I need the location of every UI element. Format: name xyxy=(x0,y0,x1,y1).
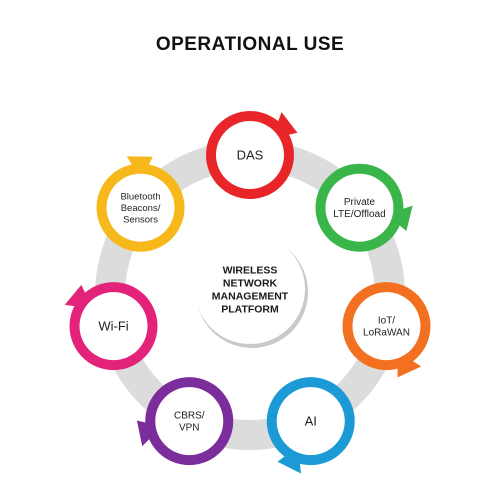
node-label: IoT/LoRaWAN xyxy=(363,316,410,339)
node-iot: IoT/LoRaWAN xyxy=(342,282,431,378)
node-label-line: Beacons/ xyxy=(121,203,161,214)
node-disc xyxy=(216,121,284,189)
node-disc xyxy=(325,173,394,242)
node-disc xyxy=(155,387,224,456)
node-label-line: AI xyxy=(305,414,317,429)
node-wifi: Wi-Fi xyxy=(64,282,158,371)
center-label-line: MANAGEMENT xyxy=(212,291,289,303)
node-disc xyxy=(106,173,175,242)
node-label-line: LTE/Offload xyxy=(333,209,385,220)
node-disc xyxy=(79,292,148,361)
node-label: DAS xyxy=(237,148,264,163)
center-label-line: PLATFORM xyxy=(221,304,279,316)
center-circle xyxy=(195,234,305,344)
node-disc xyxy=(276,387,345,456)
node-label-line: VPN xyxy=(179,423,200,434)
node-label-line: Wi-Fi xyxy=(98,319,128,334)
node-label-line: LoRaWAN xyxy=(363,328,410,339)
center-label-line: WIRELESS xyxy=(223,265,278,277)
node-label-line: Bluetooth xyxy=(120,192,160,203)
node-label-line: Sensors xyxy=(123,215,158,226)
node-label-line: DAS xyxy=(237,148,264,163)
node-label-line: Private xyxy=(344,197,376,208)
node-label: AI xyxy=(305,414,317,429)
node-label: Wi-Fi xyxy=(98,319,128,334)
diagram-title: OPERATIONAL USE xyxy=(155,34,345,55)
node-cbrs: CBRS/VPN xyxy=(136,377,234,466)
node-label-line: CBRS/ xyxy=(174,411,205,422)
center-label-line: NETWORK xyxy=(223,278,278,290)
node-ai: AI xyxy=(266,377,355,474)
node-disc xyxy=(352,292,421,361)
node-label: CBRS/VPN xyxy=(174,411,205,434)
node-label-line: IoT/ xyxy=(378,316,395,327)
node-das: DAS xyxy=(206,111,298,199)
